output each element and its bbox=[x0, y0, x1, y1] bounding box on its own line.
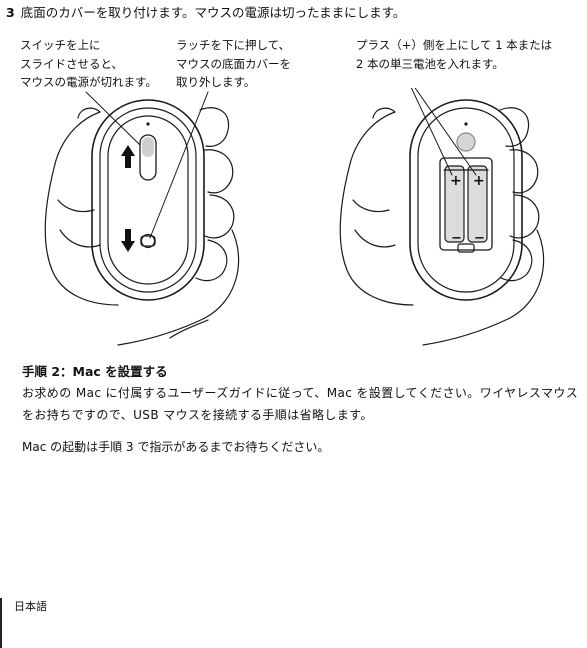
left-mouse-shell-outer bbox=[91, 99, 205, 301]
section-paragraph-1: お求めの Mac に付属するユーザーズガイドに従って、Mac を設置してください… bbox=[22, 386, 579, 422]
step-text: 底面のカバーを取り付けます。マウスの電源は切ったままにします。 bbox=[20, 5, 406, 20]
section-heading: 手順 2：Mac を設置する bbox=[22, 364, 168, 379]
minus-sign-2: − bbox=[474, 231, 485, 246]
battery-1 bbox=[444, 165, 465, 243]
section-paragraph-2: Mac の起動は手順 3 で指示があるまでお待ちください。 bbox=[22, 440, 330, 454]
right-mouse-shell-outer bbox=[409, 99, 523, 301]
plus-sign-2: + bbox=[473, 173, 485, 189]
caption-latch: ラッチを下に押して、 マウスの底面カバーを 取り外します。 bbox=[176, 38, 291, 89]
power-switch bbox=[139, 134, 157, 181]
mouse-illustration: + + − − bbox=[44, 88, 545, 346]
caption-battery: プラス（+）側を上にして 1 本または 2 本の単三電池を入れます。 bbox=[356, 38, 553, 71]
left-mouse-figure bbox=[44, 91, 240, 346]
footer-language: 日本語 bbox=[14, 600, 47, 613]
up-arrow-icon bbox=[121, 145, 135, 168]
down-arrow-icon bbox=[121, 229, 135, 252]
battery-2 bbox=[467, 165, 488, 243]
caption-switch: スイッチを上に スライドさせると、 マウスの電源が切れます。 bbox=[20, 38, 157, 89]
step-3-instruction: 3 底面のカバーを取り付けます。マウスの電源は切ったままにします。 bbox=[6, 2, 405, 21]
right-mouse-figure bbox=[339, 88, 545, 346]
right-hand bbox=[339, 107, 545, 346]
battery-compartment bbox=[439, 157, 493, 251]
step-number: 3 bbox=[6, 5, 15, 20]
left-hand bbox=[44, 107, 240, 346]
minus-sign-1: − bbox=[451, 231, 462, 246]
footer-divider bbox=[0, 598, 2, 648]
plus-sign-1: + bbox=[450, 173, 462, 189]
